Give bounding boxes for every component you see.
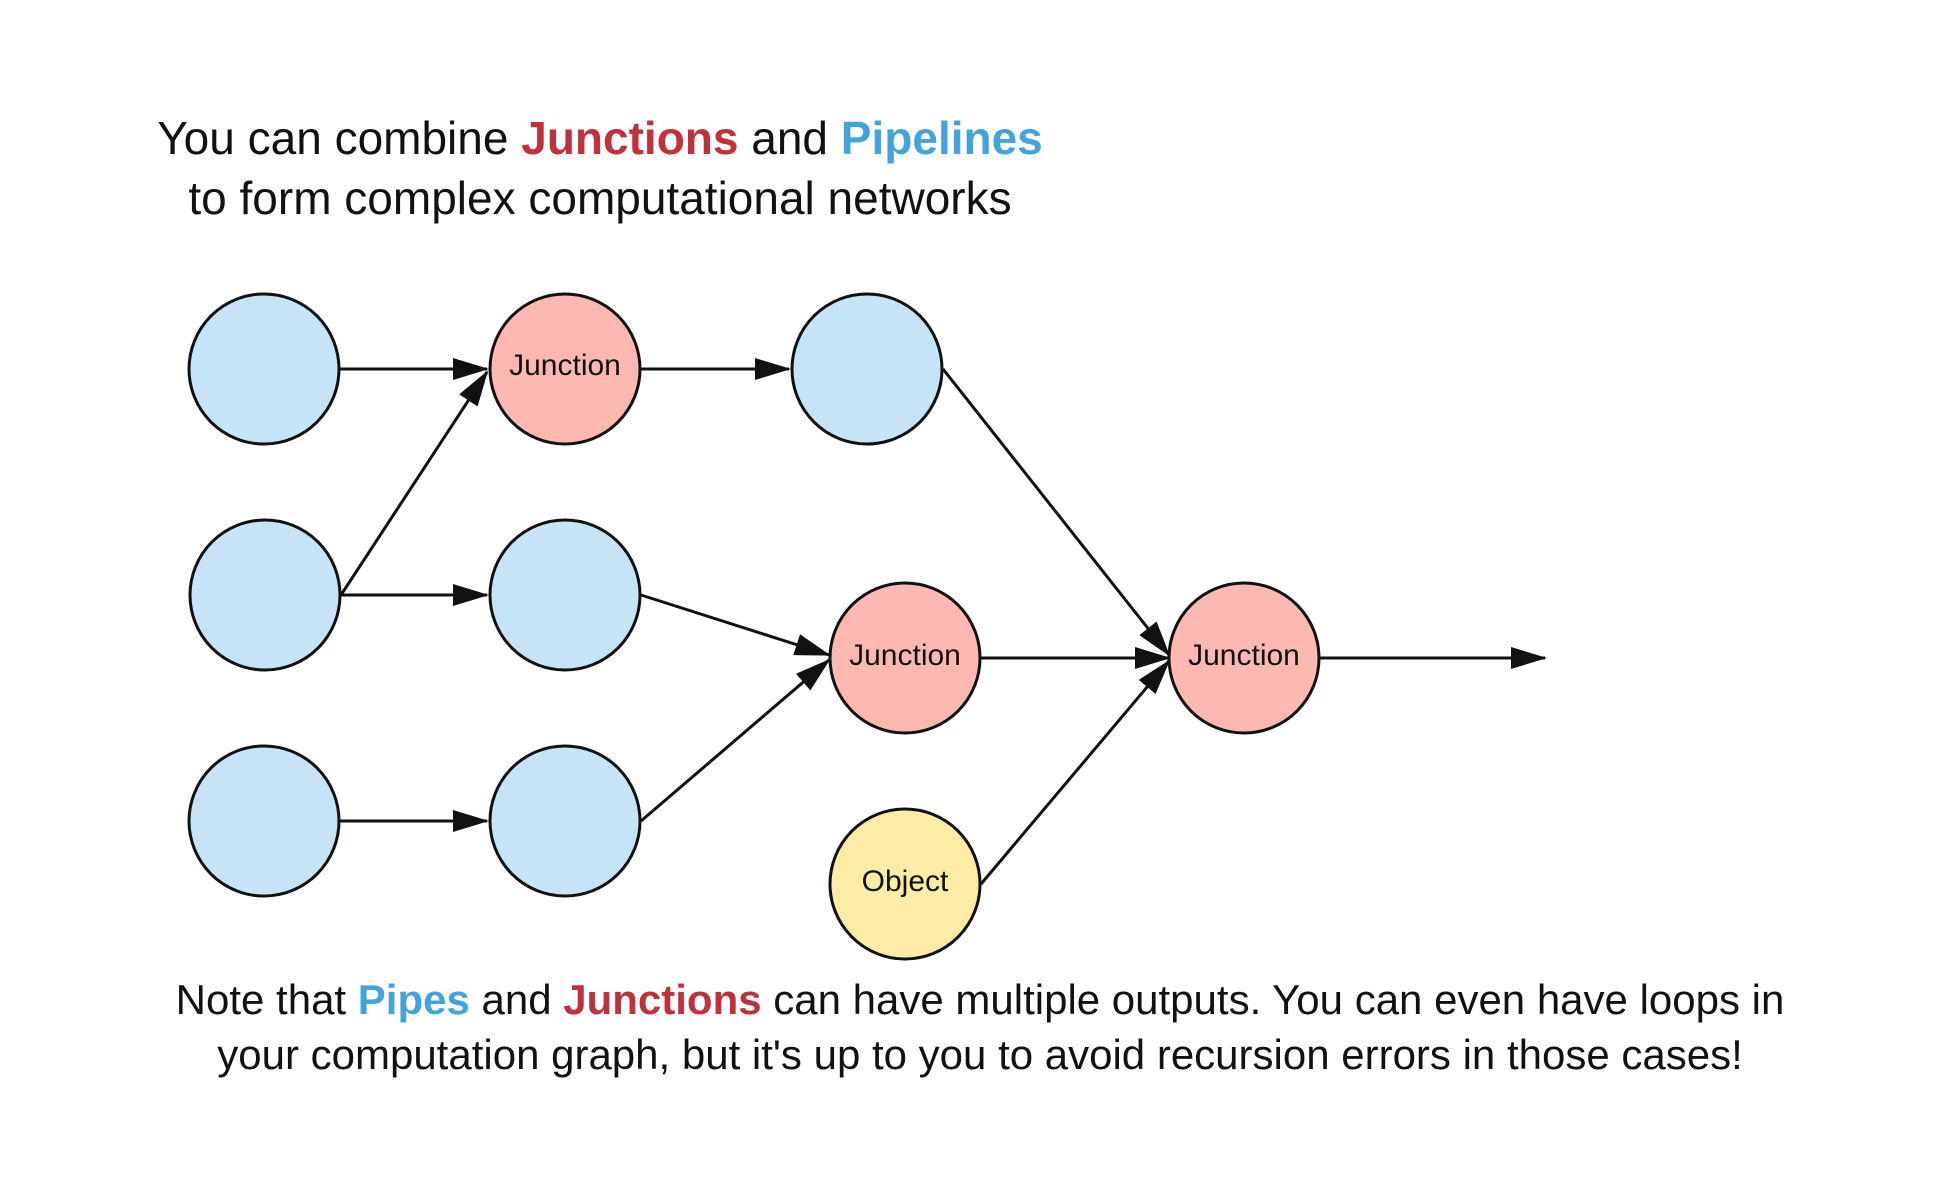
nodes (187, 292, 1321, 961)
note-junctions-highlight: Junctions (563, 976, 762, 1023)
note-text: Note that Pipes and Junctions can have m… (5, 972, 1950, 1082)
edge-pipe-a2-to-junction-1 (339, 370, 489, 596)
heading-part-2: and (738, 112, 841, 164)
pipe-node-a2 (188, 518, 342, 672)
junction-node-2 (828, 581, 982, 735)
edge-object-1-to-junction-3 (979, 659, 1171, 885)
heading-line-2: to form complex computational networks (188, 172, 1012, 224)
junction-2-label: Junction (849, 639, 961, 672)
pipe-node-b3 (488, 744, 642, 898)
junction-node-3 (1167, 581, 1321, 735)
pipe-node-b2 (488, 518, 642, 672)
note-part-2: and (469, 976, 564, 1023)
pipe-node-a3 (187, 744, 341, 898)
note-part-1: Note that (175, 976, 358, 1023)
heading-junctions-highlight: Junctions (521, 112, 739, 164)
heading-line-1: You can combine Junctions and Pipelines (0, 108, 1575, 168)
edge-pipe-b2-to-junction-2 (640, 593, 831, 657)
note-pipes-highlight: Pipes (357, 976, 470, 1023)
edges (339, 358, 1547, 885)
object-1-label: Object (862, 865, 949, 898)
junction-1-label: Junction (509, 349, 621, 382)
pipe-node-a1 (187, 292, 341, 446)
heading-pipelines-highlight: Pipelines (840, 112, 1043, 164)
edge-pipe-b3-to-junction-2 (640, 658, 831, 823)
heading-part-1: You can combine (157, 112, 522, 164)
node-labels: Junction Junction Object Junction (509, 349, 1300, 898)
note-line-1: Note that Pipes and Junctions can have m… (5, 972, 1950, 1027)
edge-pipe-c1-to-junction-3 (941, 368, 1171, 657)
note-line-2: your computation graph, but it's up to y… (217, 1031, 1743, 1078)
junction-3-label: Junction (1188, 639, 1300, 672)
note-part-3: can have multiple outputs. You can even … (761, 976, 1785, 1023)
heading-text: You can combine Junctions and Pipelines … (0, 108, 1575, 228)
pipe-node-c1 (790, 292, 944, 446)
junction-node-1 (488, 292, 642, 446)
object-node-1 (828, 807, 982, 961)
